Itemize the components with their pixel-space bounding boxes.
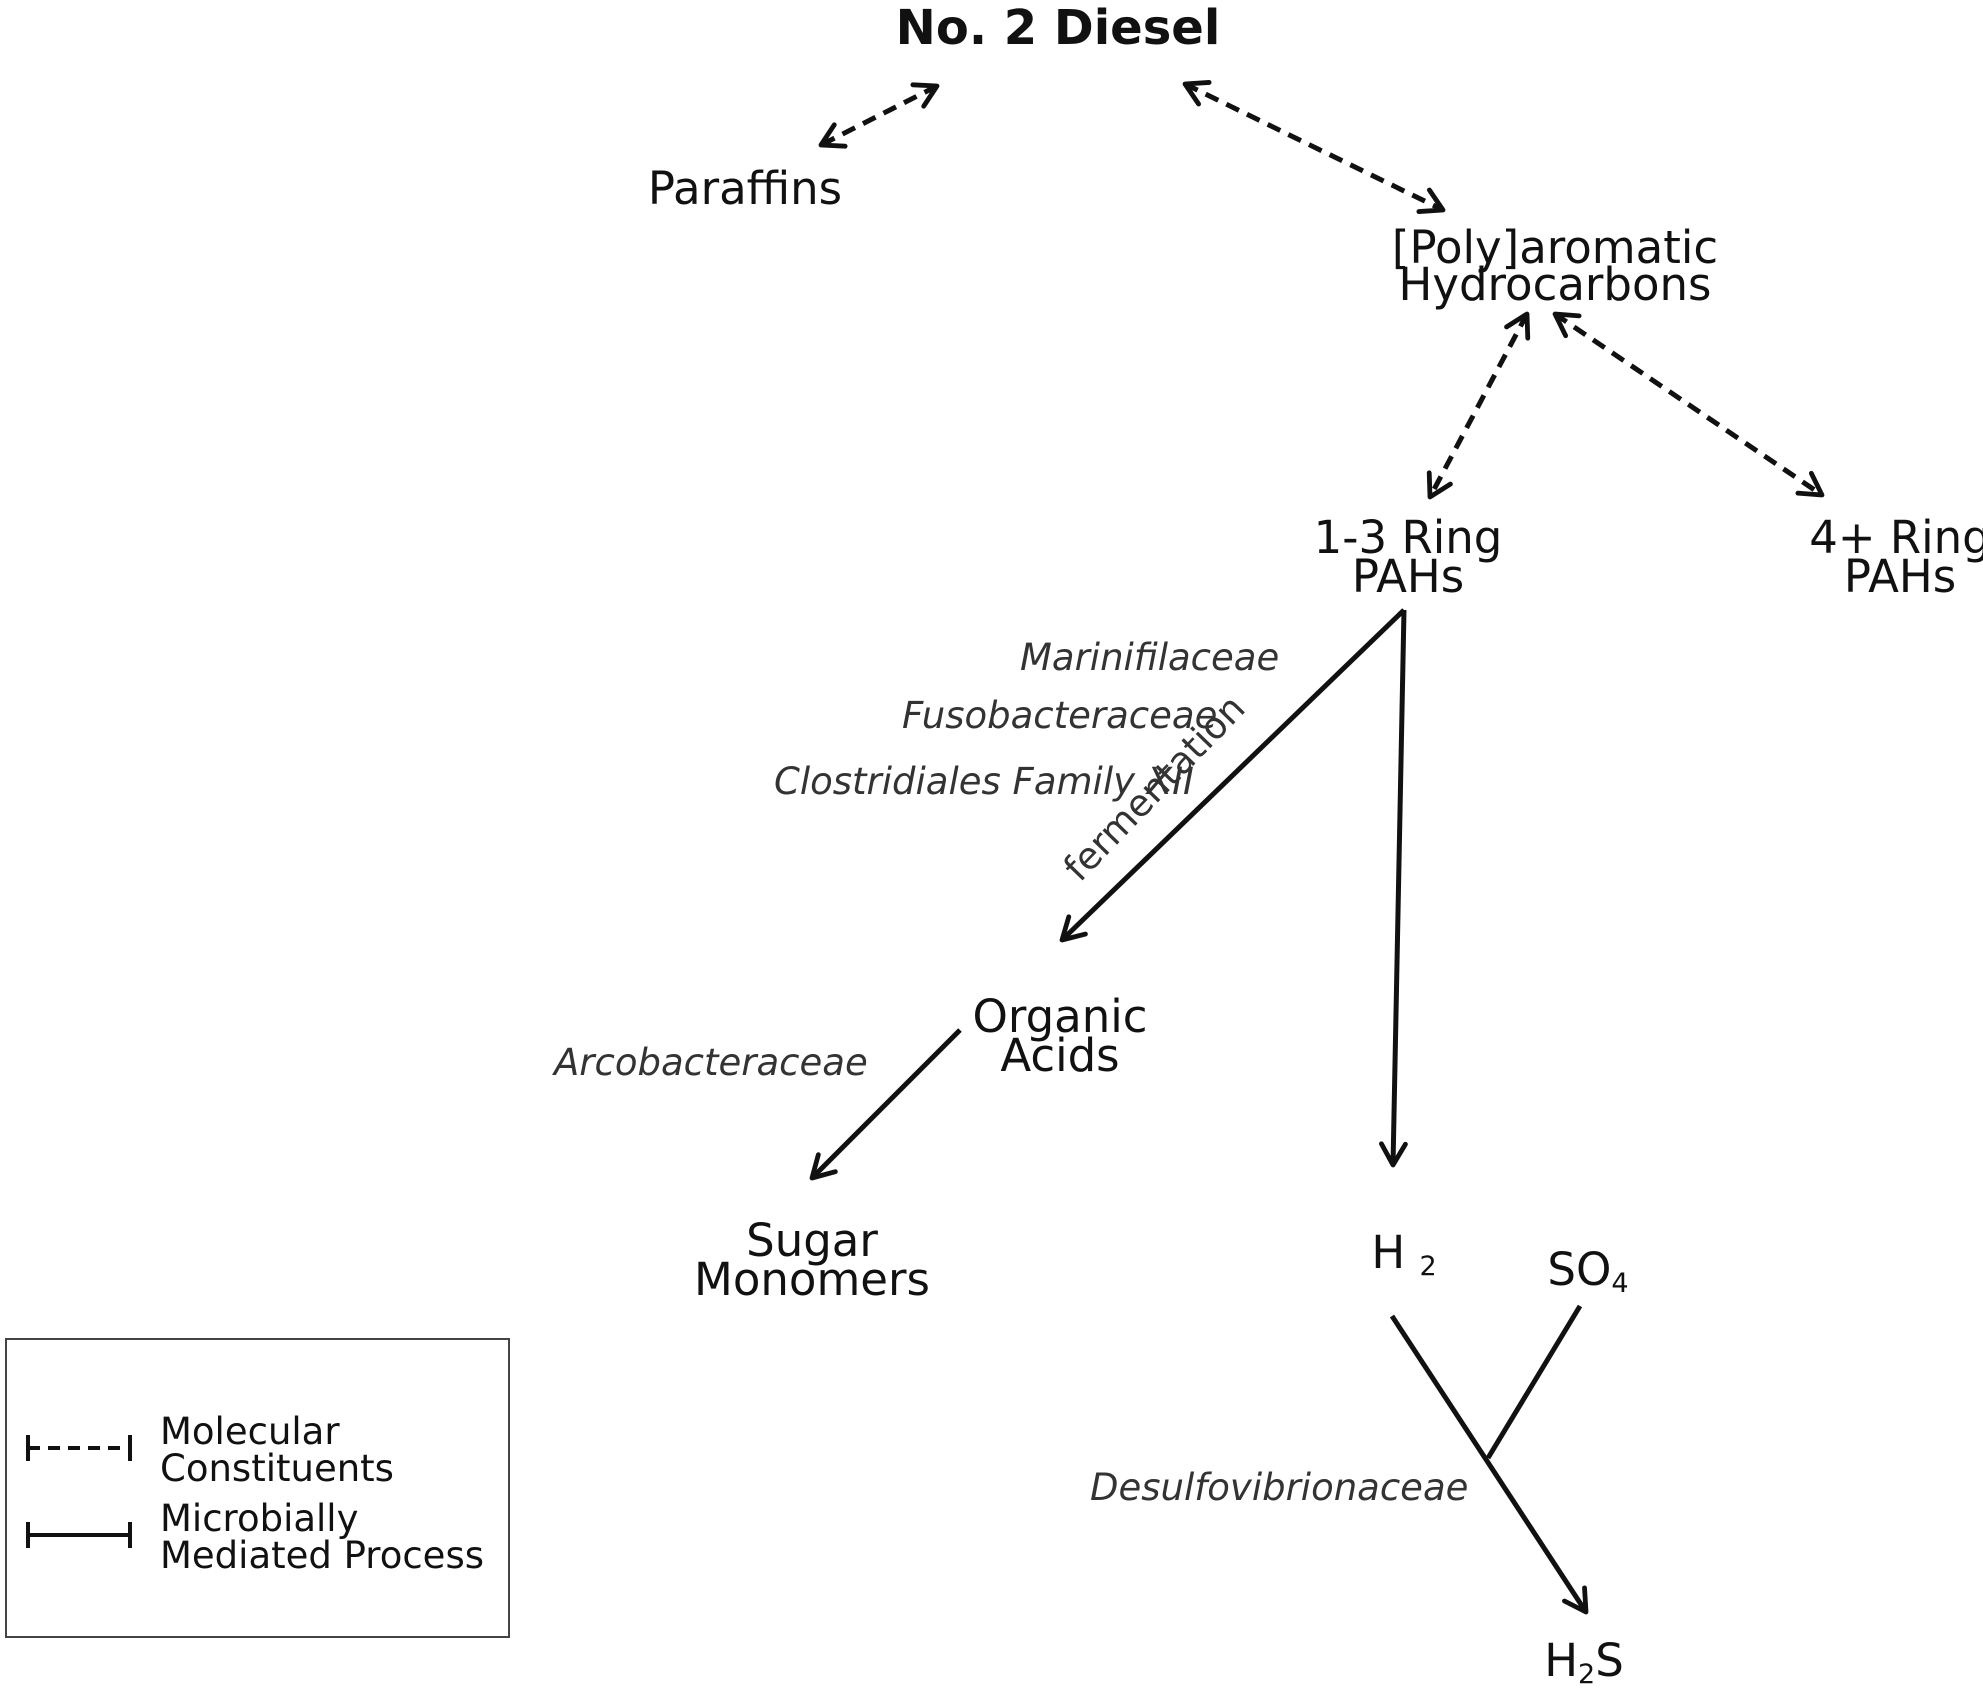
node-aromatic-line2: Hydrocarbons: [1398, 258, 1712, 311]
taxon-desulfovibrionaceae: Desulfovibrionaceae: [1090, 1466, 1469, 1509]
node-sugar-line2: Monomers: [694, 1253, 930, 1306]
edge-h2-h2s: [1389, 1314, 1589, 1615]
taxon-clostridiales: Clostridiales Family XII: [774, 760, 1194, 803]
node-aromatic-line1: [Poly]aromatic: [1391, 221, 1719, 274]
node-so4: SO4: [1547, 1247, 1628, 1297]
edge-aromatic-ring13: [1426, 311, 1531, 500]
legend-dashed-label: Molecular Constituents: [160, 1413, 394, 1487]
node-ring13-line1: 1-3 Ring: [1313, 511, 1503, 564]
node-aromatic: [Poly]aromatic Hydrocarbons: [1392, 225, 1718, 307]
node-ring13: 1-3 Ring PAHs: [1314, 515, 1503, 599]
node-sugar-line1: Sugar: [746, 1214, 878, 1267]
node-h2s: H2S: [1544, 1638, 1624, 1688]
node-so4-base: SO: [1547, 1243, 1612, 1296]
edge-diesel-paraffins: [818, 82, 940, 149]
node-paraffins: Paraffins: [648, 166, 842, 211]
edge-aromatic-ring4: [1552, 311, 1825, 498]
legend-solid-label: Microbially Mediated Process: [160, 1500, 484, 1574]
taxon-fusobacteraceae: Fusobacteraceae: [902, 694, 1218, 737]
node-h2-base: H: [1371, 1226, 1406, 1279]
node-ring4: 4+ Ring PAHs: [1809, 515, 1983, 599]
node-diesel: No. 2 Diesel: [896, 4, 1221, 52]
taxon-arcobacteraceae: Arcobacteraceae: [554, 1041, 868, 1084]
node-h2s-sub: 2: [1578, 1658, 1596, 1690]
node-organic-line2: Acids: [1000, 1029, 1120, 1082]
node-h2s-tail: S: [1595, 1634, 1624, 1687]
node-organic: Organic Acids: [972, 994, 1147, 1078]
taxon-marinifilaceae: Marinifilaceae: [1020, 636, 1280, 679]
node-h2: H 2: [1371, 1230, 1436, 1280]
legend-solid-line2: Mediated Process: [160, 1534, 485, 1577]
legend-dashed-line1: Molecular: [160, 1410, 340, 1453]
node-paraffins-label: Paraffins: [647, 162, 843, 215]
node-ring13-line2: PAHs: [1351, 550, 1465, 603]
legend-box: [5, 1338, 510, 1638]
node-so4-sub: 4: [1611, 1267, 1629, 1299]
edge-organic-sugar: [809, 1028, 962, 1181]
node-sugar: Sugar Monomers: [694, 1218, 930, 1302]
legend-dashed-line2: Constituents: [160, 1447, 394, 1490]
legend-solid-line1: Microbially: [160, 1497, 359, 1540]
node-ring4-line1: 4+ Ring: [1809, 511, 1983, 564]
node-h2-sub: 2: [1419, 1250, 1437, 1282]
node-organic-line1: Organic: [972, 990, 1148, 1043]
node-h2s-base: H: [1544, 1634, 1579, 1687]
edge-diesel-aromatic: [1182, 80, 1446, 214]
edge-so4-junction: [1485, 1304, 1583, 1460]
edge-ring13-organic: [1059, 608, 1406, 943]
node-diesel-label: No. 2 Diesel: [895, 0, 1221, 56]
edge-ring13-h2: [1379, 609, 1408, 1168]
node-ring4-line2: PAHs: [1843, 550, 1957, 603]
